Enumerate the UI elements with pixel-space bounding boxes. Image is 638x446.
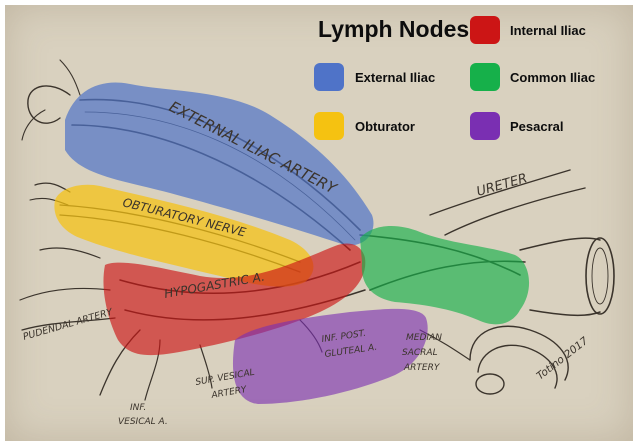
label-sup-vesical-2: ARTERY [210, 385, 249, 401]
label-signature: Totino 2017 [534, 335, 590, 383]
legend-swatch-obturator [314, 112, 344, 140]
legend-label-external-iliac: External Iliac [355, 70, 436, 85]
label-median-sacral-3: ARTERY [403, 363, 441, 373]
legend-label-internal-iliac: Internal Iliac [510, 23, 586, 38]
lymph-node-regions [54, 82, 530, 404]
label-ureter: URETER [475, 171, 529, 200]
presacral-region [232, 308, 428, 404]
label-pudendal-artery: PUDENDAL ARTERY [22, 306, 115, 342]
label-inf-vesical-1: INF. [130, 403, 146, 413]
label-median-sacral-1: MEDIAN [406, 333, 442, 343]
obturator-region [54, 184, 314, 287]
legend-swatch-internal-iliac [470, 16, 500, 44]
legend-title: Lymph Nodes [318, 16, 470, 42]
common-iliac-region [360, 226, 530, 325]
legend-swatch-external-iliac [314, 63, 344, 91]
internal-iliac-region [103, 243, 366, 356]
legend-swatch-common-iliac [470, 63, 500, 91]
label-inf-vesical-2: VESICAL A. [118, 417, 168, 427]
label-median-sacral-2: SACRAL [402, 348, 438, 358]
legend-label-common-iliac: Common Iliac [510, 70, 596, 85]
legend-swatch-pesacral [470, 112, 500, 140]
legend-label-pesacral: Pesacral [510, 119, 564, 134]
legend-label-obturator: Obturator [355, 119, 415, 134]
external-iliac-region [65, 82, 374, 246]
